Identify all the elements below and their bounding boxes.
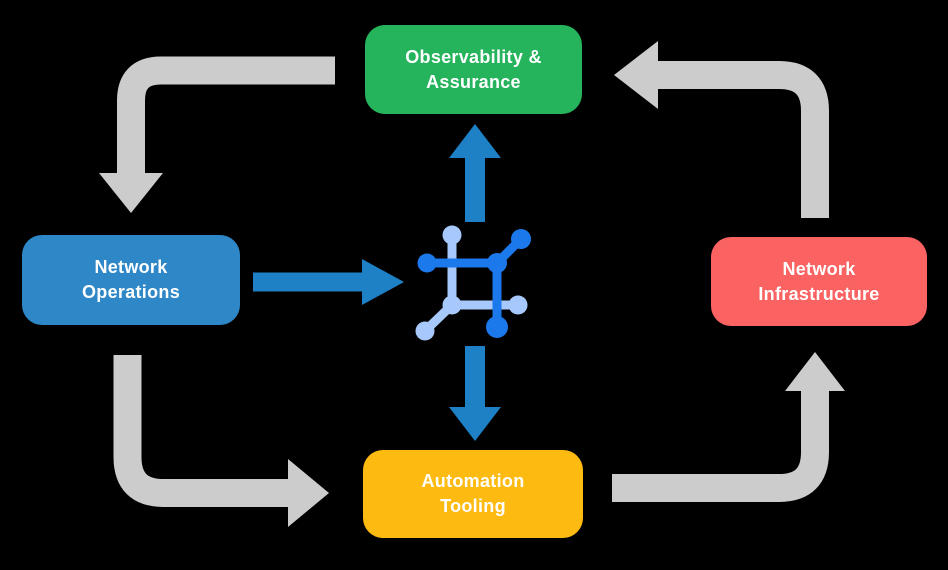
flow-arrow-operations-to-center [253,259,404,305]
icon-node [511,229,531,249]
arrow-head-left-icon [614,41,658,109]
arrow-head-right-icon [288,459,329,527]
flow-arrow-center-to-automation [449,346,501,441]
icon-node [487,253,507,273]
icon-node [442,295,462,315]
arrow-shaft [612,391,829,502]
node-label-line: Assurance [426,71,521,92]
network-mesh-icon-dark-nodes [417,229,531,338]
flow-arrow-center-to-observability [449,124,501,222]
cycle-arrow-observability-to-operations [99,56,335,213]
node-automation-tooling: Automation Tooling [363,450,583,538]
icon-node [508,295,528,315]
arrow-head-down-icon [449,407,501,441]
icon-node [417,253,437,273]
arrow-shaft [117,56,335,174]
arrow-head-right-icon [362,259,404,305]
node-label-line: Tooling [440,496,506,516]
arrow-head-down-icon [99,173,163,213]
cycle-arrow-infrastructure-to-observability [614,41,829,218]
icon-node [415,321,435,341]
network-mesh-icon-light-nodes [415,225,528,341]
node-label-line: Network [94,257,168,277]
node-label-line: Operations [81,282,181,302]
arrow-shaft [113,355,288,507]
icon-node [486,316,508,338]
icon-node [442,225,462,245]
node-network-infrastructure: Network Infrastructure [711,237,927,326]
cycle-arrow-automation-to-infrastructure [612,352,845,502]
cycle-arrow-operations-to-automation [113,355,329,527]
node-label-line: Automation [421,471,525,491]
node-label-line: Network [782,258,856,279]
node-label-line: Observability & [405,46,542,67]
network-mesh-icon [415,225,531,341]
arrow-head-up-icon [785,352,845,391]
node-observability-assurance: Observability & Assurance [365,25,582,114]
arrow-head-up-icon [449,124,501,158]
node-network-operations: Network Operations [22,235,240,325]
arrow-shaft [658,61,829,218]
node-label-line: Infrastructure [758,283,880,304]
